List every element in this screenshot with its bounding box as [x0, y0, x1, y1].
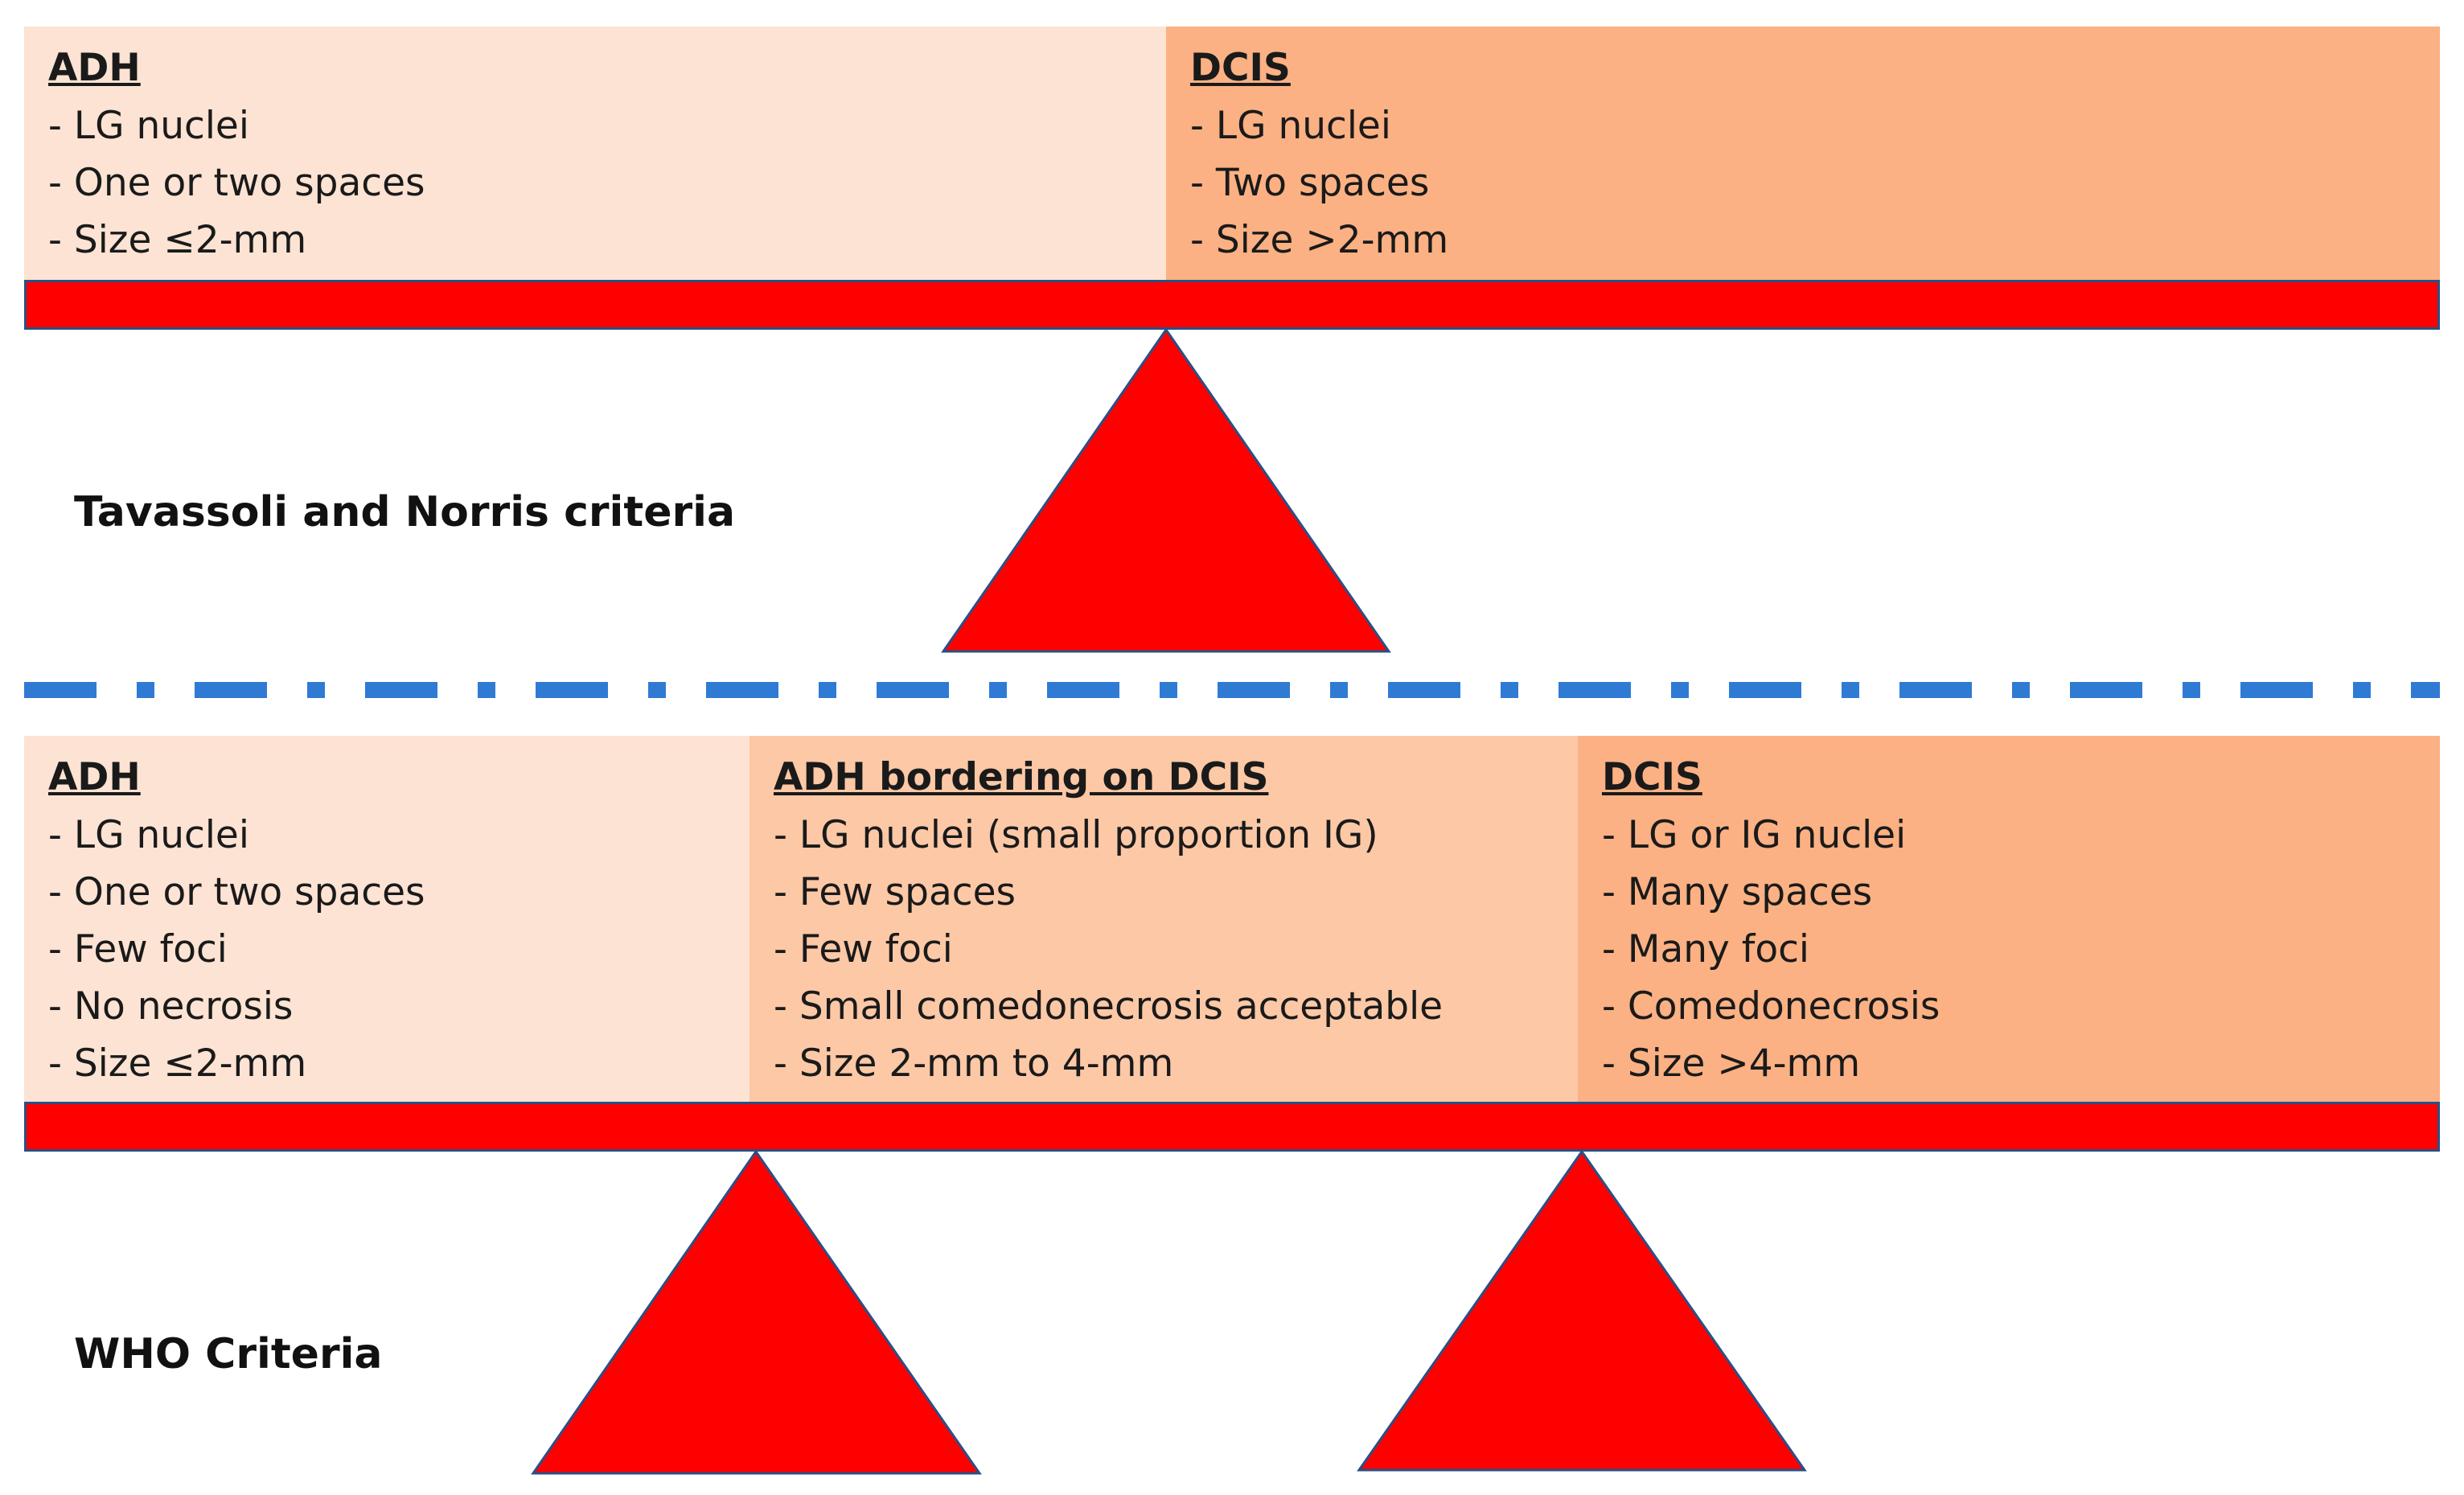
list-item: - LG or IG nuclei	[1602, 813, 1907, 857]
list-item: - LG nuclei (small proportion IG)	[774, 813, 1378, 857]
list-item: - LG nuclei	[48, 104, 249, 148]
bottom-adh-list: - LG nuclei - One or two spaces - Few fo…	[48, 807, 749, 1092]
top-adh-box: ADH - LG nuclei - One or two spaces - Si…	[24, 27, 1166, 280]
list-item: - One or two spaces	[48, 870, 425, 914]
bottom-criteria-label: WHO Criteria	[74, 1330, 383, 1378]
list-item: - Size >2-mm	[1190, 218, 1449, 262]
list-item: - LG nuclei	[48, 813, 249, 857]
list-item: - Comedonecrosis	[1602, 984, 1940, 1029]
bottom-dcis-list: - LG or IG nuclei - Many spaces - Many f…	[1602, 807, 2440, 1092]
list-item: - One or two spaces	[48, 161, 425, 205]
list-item: - Many foci	[1602, 927, 1809, 971]
bottom-adh-title: ADH	[48, 755, 141, 799]
top-adh-title: ADH	[48, 46, 141, 90]
list-item: - Size ≤2-mm	[48, 218, 307, 262]
list-item: - Size 2-mm to 4-mm	[774, 1041, 1174, 1086]
bottom-bordering-title: ADH bordering on DCIS	[774, 755, 1269, 799]
top-dcis-title: DCIS	[1190, 46, 1291, 90]
list-item: - Many spaces	[1602, 870, 1873, 914]
bottom-dcis-box: DCIS - LG or IG nuclei - Many spaces - M…	[1578, 736, 2440, 1102]
top-criteria-label: Tavassoli and Norris criteria	[74, 488, 736, 536]
list-item: - Size >4-mm	[1602, 1041, 1861, 1086]
top-dcis-list: - LG nuclei - Two spaces - Size >2-mm	[1190, 97, 2440, 269]
top-balance-beam	[24, 280, 2440, 330]
bottom-bordering-list: - LG nuclei (small proportion IG) - Few …	[774, 807, 1578, 1092]
bottom-bordering-box: ADH bordering on DCIS - LG nuclei (small…	[749, 736, 1578, 1102]
top-dcis-box: DCIS - LG nuclei - Two spaces - Size >2-…	[1166, 27, 2440, 280]
list-item: - No necrosis	[48, 984, 294, 1029]
list-item: - LG nuclei	[1190, 104, 1391, 148]
top-adh-list: - LG nuclei - One or two spaces - Size ≤…	[48, 97, 1166, 269]
list-item: - Size ≤2-mm	[48, 1041, 307, 1086]
list-item: - Few foci	[48, 927, 228, 971]
bottom-dcis-title: DCIS	[1602, 755, 1702, 799]
bottom-right-fulcrum-triangle	[1357, 1149, 1807, 1472]
list-item: - Small comedonecrosis acceptable	[774, 984, 1443, 1029]
top-fulcrum-triangle	[941, 327, 1391, 653]
bottom-left-fulcrum-triangle	[531, 1149, 982, 1475]
bottom-balance-beam	[24, 1102, 2440, 1152]
list-item: - Two spaces	[1190, 161, 1430, 205]
list-item: - Few spaces	[774, 870, 1016, 914]
bottom-adh-box: ADH - LG nuclei - One or two spaces - Fe…	[24, 736, 749, 1102]
list-item: - Few foci	[774, 927, 953, 971]
